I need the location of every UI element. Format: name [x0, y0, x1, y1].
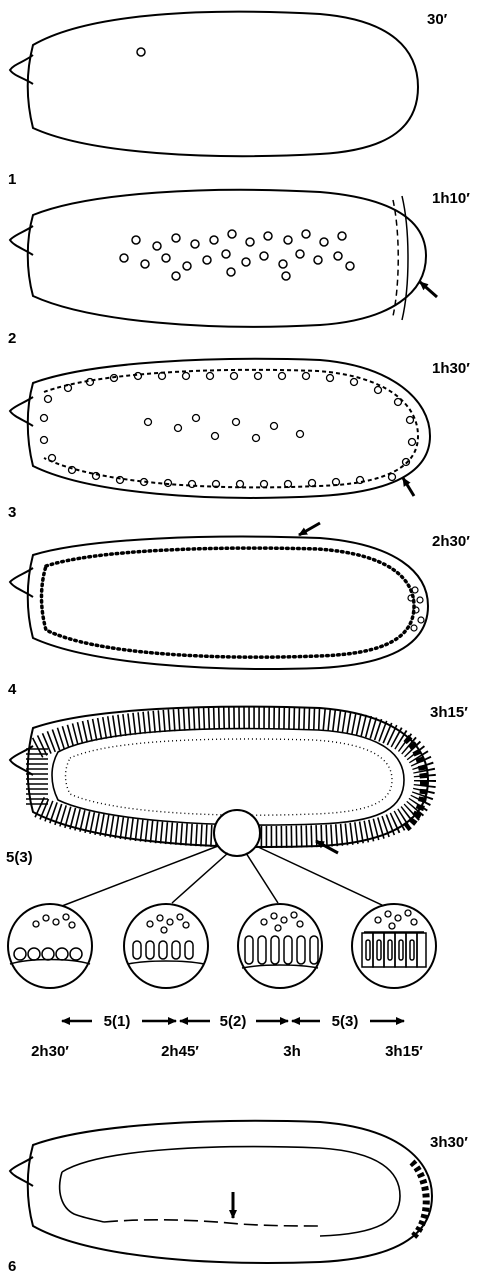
embryo-stage-6: [10, 1121, 432, 1263]
embryo-stage-5: [10, 707, 428, 856]
detail-circle-2: [124, 904, 208, 988]
periplasm-wavy-border: [44, 370, 418, 488]
stage-1-label: 1: [8, 171, 16, 188]
timeline-tick-2: 2h45′: [161, 1043, 199, 1060]
syncytial-nuclei-periphery: [41, 373, 416, 488]
detail-circle-4: [352, 904, 436, 988]
nuclear-layer-dotted: [42, 548, 415, 657]
embryo-stage-3: [10, 359, 430, 498]
pointer-arrow: [420, 282, 437, 297]
pointer-arrow: [403, 478, 414, 496]
embryo-stage-1: [10, 12, 418, 156]
stage-6-label: 6: [8, 1258, 16, 1275]
embryo-stage-2: [10, 190, 437, 327]
pole-cells-dark: [406, 738, 424, 828]
stage-2-time: 1h10′: [432, 190, 470, 207]
magnified-region: [214, 810, 260, 856]
ventral-furrow-dashed: [104, 1220, 320, 1226]
detail-circle-3: [238, 904, 322, 988]
timeline-segment-2: 5(2): [220, 1013, 247, 1030]
embryo-outline: [28, 1121, 432, 1263]
zygote-nucleus: [137, 48, 145, 56]
stage-3-time: 1h30′: [432, 360, 470, 377]
magnification-connectors: [62, 846, 384, 906]
stage-2-label: 2: [8, 330, 16, 347]
detail-circle-1: [8, 904, 92, 988]
yolk-boundary-lower: [60, 1172, 104, 1222]
cleavage-nuclei: [120, 230, 354, 280]
pole-cells-dark: [412, 1162, 426, 1238]
blastoderm-inner-border: [52, 729, 404, 825]
stage-3-label: 3: [8, 504, 16, 521]
yolk-membrane-dotted: [66, 739, 393, 815]
embryo-stage-4: [10, 523, 428, 669]
stage-5-label: 5(3): [6, 849, 33, 866]
timeline-tick-1: 2h30′: [31, 1043, 69, 1060]
yolk-nuclei: [145, 415, 304, 442]
pole-cell-boundary-dashed: [393, 200, 398, 316]
timeline-tick-4: 3h15′: [385, 1043, 423, 1060]
timeline-segment-3: 5(3): [332, 1013, 359, 1030]
embryo-outline: [28, 12, 418, 156]
stage-4-time: 2h30′: [432, 533, 470, 550]
stage-4-label: 4: [8, 681, 17, 698]
timeline-segment-1: 5(1): [104, 1013, 131, 1030]
timeline-tick-3: 3h: [283, 1043, 301, 1060]
stage-1-time: 30′: [427, 11, 448, 28]
stage-5-time: 3h15′: [430, 704, 468, 721]
stage-6-time: 3h30′: [430, 1134, 468, 1151]
pointer-arrow: [299, 523, 320, 535]
